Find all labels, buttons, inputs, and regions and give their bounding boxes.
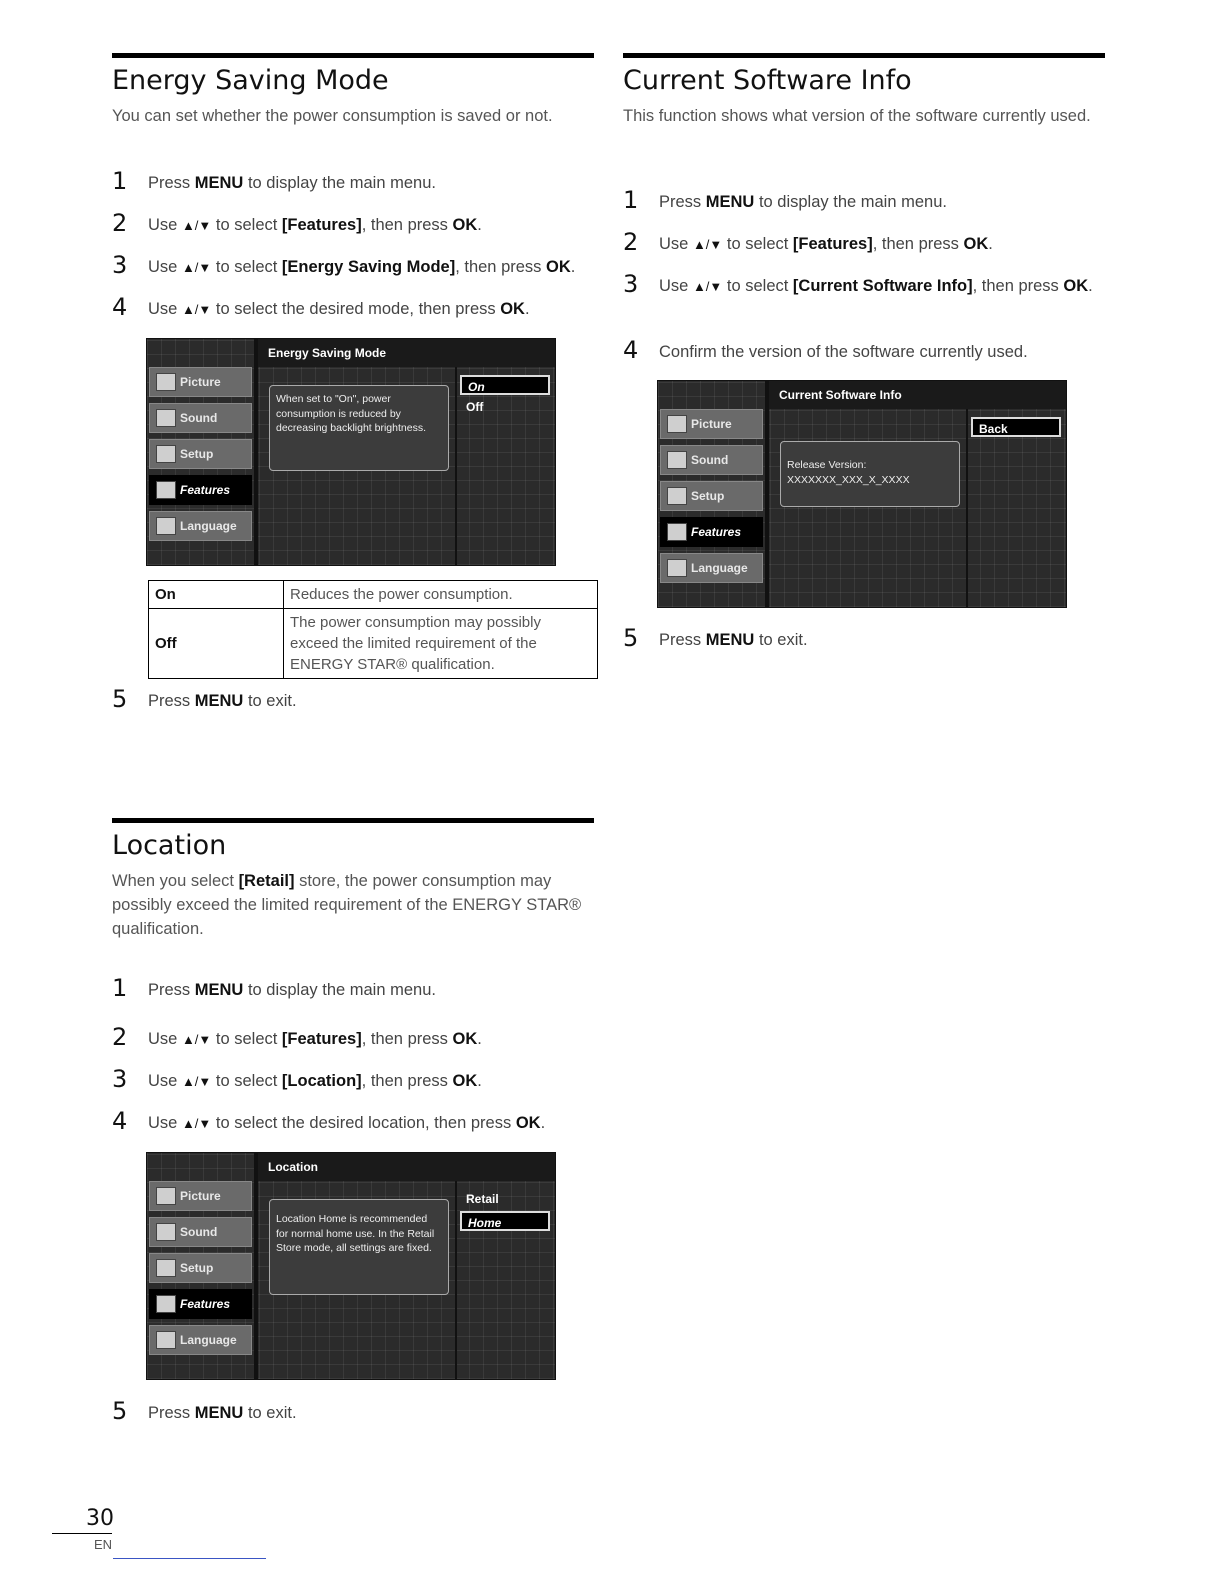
up-down-arrows-icon: ▲/▼ — [692, 237, 723, 252]
tv-option-off: Off — [466, 400, 484, 414]
language-icon — [156, 517, 176, 535]
setup-icon — [156, 445, 176, 463]
tv-menu-screenshot: Picture Sound Setup Features Language En… — [146, 338, 556, 566]
tv-menu-item-features: Features — [149, 1289, 252, 1319]
energy-saving-section: Energy Saving Mode You can set whether t… — [112, 53, 598, 713]
tv-info-box: When set to "On", power consumption is r… — [269, 385, 449, 471]
tv-menu-item-language: Language — [660, 553, 763, 583]
features-icon — [667, 523, 687, 541]
picture-icon — [156, 1187, 176, 1205]
tv-option-on: On — [460, 375, 550, 395]
tv-menu-item-setup: Setup — [149, 1253, 252, 1283]
setup-icon — [156, 1259, 176, 1277]
setup-icon — [667, 487, 687, 505]
tv-option-home: Home — [460, 1211, 550, 1231]
release-version-label: Release Version: — [787, 459, 867, 471]
features-icon — [156, 481, 176, 499]
tv-screen-header: Current Software Info — [769, 381, 1066, 409]
software-info-section: Current Software Info This function show… — [623, 53, 1105, 663]
up-down-arrows-icon: ▲/▼ — [692, 279, 723, 294]
features-icon — [156, 1295, 176, 1313]
section-rule — [623, 53, 1105, 58]
tv-menu-item-features: Features — [149, 475, 252, 505]
language-code: EN — [94, 1537, 113, 1552]
up-down-arrows-icon: ▲/▼ — [181, 218, 212, 233]
language-icon — [156, 1331, 176, 1349]
tv-menu-item-language: Language — [149, 1325, 252, 1355]
tv-menu-screenshot: Picture Sound Setup Features Language Cu… — [657, 380, 1067, 608]
section-title: Energy Saving Mode — [112, 65, 389, 96]
tv-menu-sidebar: Picture Sound Setup Features Language — [660, 409, 763, 589]
picture-icon — [156, 373, 176, 391]
tv-screen-header: Location — [258, 1153, 555, 1181]
section-rule — [112, 53, 594, 58]
tv-menu-item-sound: Sound — [660, 445, 763, 475]
up-down-arrows-icon: ▲/▼ — [181, 1116, 212, 1131]
tv-menu-item-setup: Setup — [149, 439, 252, 469]
mode-table: On Reduces the power consumption. Off Th… — [148, 580, 598, 679]
page-number: 30 — [86, 1506, 114, 1531]
tv-menu-item-sound: Sound — [149, 403, 252, 433]
up-down-arrows-icon: ▲/▼ — [181, 260, 212, 275]
tv-menu-sidebar: Picture Sound Setup Features Language — [149, 1181, 252, 1361]
tv-screen-header: Energy Saving Mode — [258, 339, 555, 367]
up-down-arrows-icon: ▲/▼ — [181, 302, 212, 317]
sound-icon — [156, 1223, 176, 1241]
section-title: Location — [112, 830, 227, 861]
section-intro: You can set whether the power consumptio… — [112, 107, 553, 125]
section-rule — [112, 818, 594, 823]
sound-icon — [156, 409, 176, 427]
tv-menu-item-language: Language — [149, 511, 252, 541]
tv-menu-item-features: Features — [660, 517, 763, 547]
table-row: Off The power consumption may possibly e… — [148, 608, 598, 679]
tv-menu-item-picture: Picture — [660, 409, 763, 439]
language-icon — [667, 559, 687, 577]
page-number-underline — [52, 1533, 112, 1534]
up-down-arrows-icon: ▲/▼ — [181, 1074, 212, 1089]
tv-menu-item-picture: Picture — [149, 367, 252, 397]
sound-icon — [667, 451, 687, 469]
tv-menu-item-setup: Setup — [660, 481, 763, 511]
picture-icon — [667, 415, 687, 433]
tv-menu-sidebar: Picture Sound Setup Features Language — [149, 367, 252, 547]
section-title: Current Software Info — [623, 65, 912, 96]
release-version-value: XXXXXXX_XXX_X_XXXX — [787, 473, 910, 486]
tv-back-button: Back — [971, 417, 1061, 437]
tv-info-box: Release Version: XXXXXXX_XXX_X_XXXX — [780, 441, 960, 507]
tv-menu-item-picture: Picture — [149, 1181, 252, 1211]
footer-line — [113, 1558, 266, 1559]
section-intro: This function shows what version of the … — [623, 107, 1091, 125]
section-intro: When you select [Retail] store, the powe… — [112, 872, 582, 938]
tv-menu-item-sound: Sound — [149, 1217, 252, 1247]
tv-info-box: Location Home is recommended for normal … — [269, 1199, 449, 1295]
tv-option-retail: Retail — [466, 1192, 499, 1206]
location-section: Location When you select [Retail] store,… — [112, 818, 594, 1428]
table-row: On Reduces the power consumption. — [148, 580, 598, 609]
tv-menu-screenshot: Picture Sound Setup Features Language Lo… — [146, 1152, 556, 1380]
up-down-arrows-icon: ▲/▼ — [181, 1032, 212, 1047]
